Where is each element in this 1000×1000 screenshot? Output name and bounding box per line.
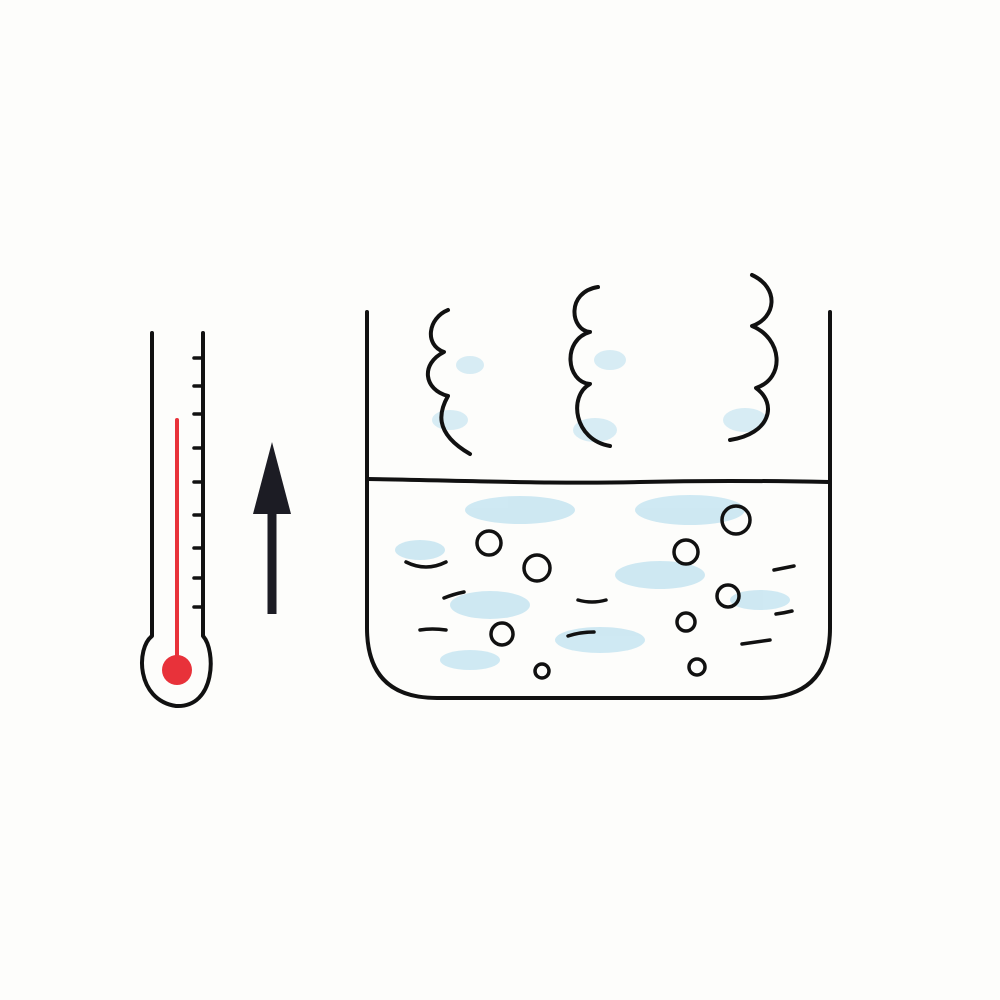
tint-patch (465, 496, 575, 524)
beaker-icon (365, 273, 832, 700)
bubble (489, 621, 515, 647)
tint-patch (594, 350, 626, 370)
tint-patch (555, 627, 645, 653)
bubble (522, 553, 552, 583)
ripple (772, 564, 796, 572)
up-arrow-icon (253, 442, 291, 614)
tint-patch (723, 408, 767, 432)
steam-wisp (728, 273, 779, 442)
steam-wisps (425, 273, 779, 456)
steam-wisp (425, 308, 472, 456)
bubble (672, 538, 700, 566)
ripple (740, 638, 772, 646)
arrow-head (253, 442, 291, 514)
thermometer-tube (140, 331, 213, 709)
tint-patch (573, 418, 617, 442)
bubble (687, 657, 707, 677)
tint-patch (432, 410, 468, 430)
thermometer-mercury-bulb (162, 655, 192, 685)
ripple (404, 560, 448, 569)
bubble (720, 504, 752, 536)
tint-patch (450, 591, 530, 619)
tint-patch (730, 590, 790, 610)
steam-tint (432, 350, 767, 442)
water-surface (366, 477, 831, 485)
bubble (475, 529, 503, 557)
bubble (675, 611, 697, 633)
tint-patch (395, 540, 445, 560)
tint-patch (615, 561, 705, 589)
steam-wisp (568, 285, 612, 448)
tint-patch (635, 495, 745, 525)
tint-patch (456, 356, 484, 374)
bubble (715, 583, 741, 609)
bubble (533, 662, 551, 680)
ripple (442, 590, 466, 600)
ripple (418, 627, 448, 632)
ripple (774, 609, 794, 616)
ripple (576, 598, 608, 604)
bubbles (475, 504, 752, 680)
beaker-wall (365, 310, 832, 700)
ripple (566, 630, 596, 638)
thermometer-icon (140, 331, 213, 709)
tint-patch (440, 650, 500, 670)
water-ripples (404, 560, 796, 646)
water-tint (395, 495, 790, 670)
thermometer-scale (192, 356, 205, 609)
